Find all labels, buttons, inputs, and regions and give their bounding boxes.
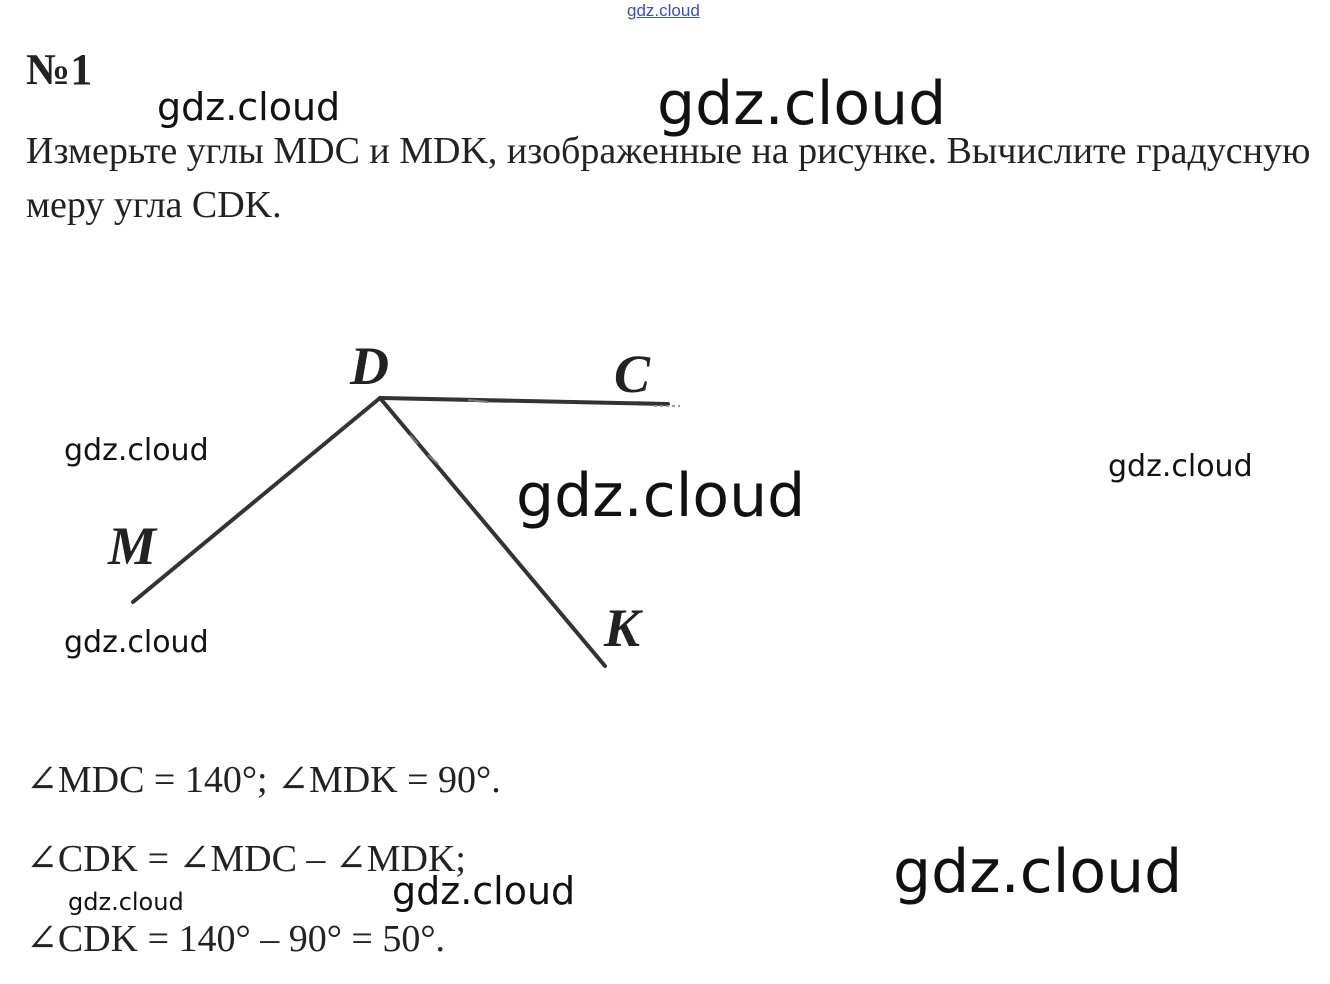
watermark: gdz.cloud — [64, 625, 209, 660]
watermark: gdz.cloud — [657, 69, 947, 139]
task-text: Измерьте углы MDC и MDK, изображенные на… — [26, 130, 1311, 226]
ray-dc — [378, 396, 670, 406]
point-label-m: M — [108, 516, 157, 576]
angle-figure: D C M K — [0, 320, 800, 700]
tick-mark-dk-2 — [427, 454, 439, 465]
angle-drawing — [131, 396, 680, 668]
watermark: gdz.cloud — [157, 85, 341, 129]
tick-mark-dc — [467, 399, 489, 403]
watermark: gdz.cloud — [68, 888, 184, 916]
watermark: gdz.cloud — [893, 837, 1183, 907]
site-link[interactable]: gdz.cloud — [627, 1, 700, 20]
watermark: gdz.cloud — [516, 461, 806, 531]
watermark: gdz.cloud — [392, 869, 576, 913]
watermark: gdz.cloud — [64, 433, 209, 468]
tick-mark-dk — [409, 434, 419, 445]
solution-line-2: ∠CDK = ∠MDC – ∠MDK; — [26, 838, 466, 880]
ray-dm — [131, 396, 382, 604]
point-label-d: D — [350, 336, 389, 396]
point-label-c: C — [614, 344, 651, 404]
solution-line-1: ∠MDC = 140°; ∠MDK = 90°. — [26, 759, 501, 801]
problem-number: №1 — [26, 45, 93, 94]
point-label-k: K — [604, 598, 641, 658]
solution-line-3: ∠CDK = 140° – 90° = 50°. — [26, 918, 446, 960]
watermark: gdz.cloud — [1108, 449, 1253, 484]
